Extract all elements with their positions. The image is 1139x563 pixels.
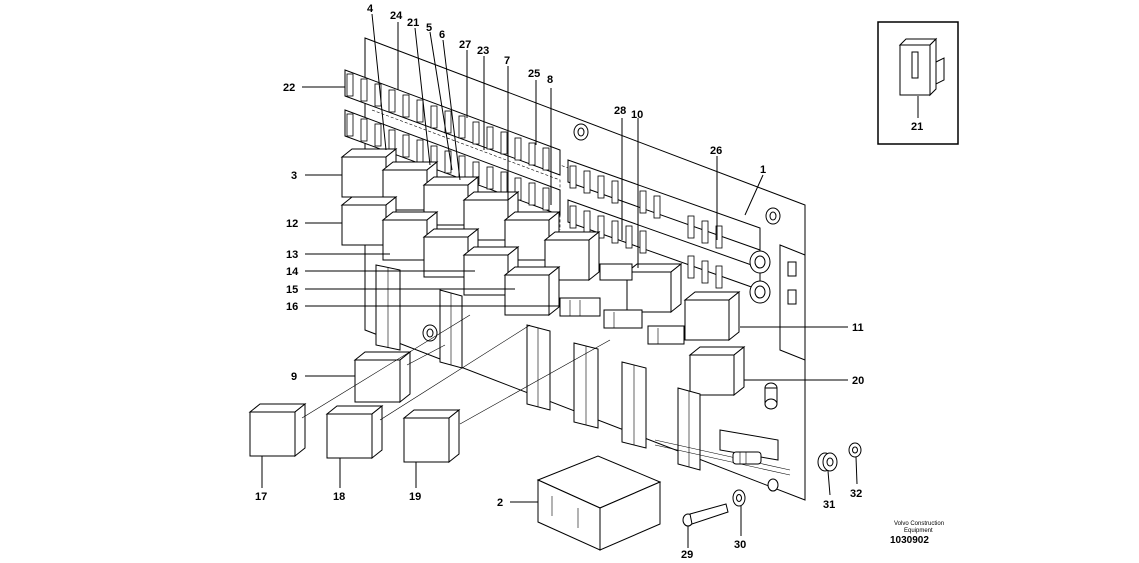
callout-labels: 4 24 21 5 6 27 23 7 25 8 28 10 26 1 22 3…	[255, 3, 923, 561]
callout-7: 7	[504, 55, 510, 67]
fuse-row-upper	[344, 69, 561, 216]
round-terminals	[749, 250, 771, 304]
callout-32: 32	[850, 488, 862, 500]
callout-4: 4	[367, 3, 374, 15]
callout-9: 9	[291, 371, 297, 383]
callout-25: 25	[528, 68, 540, 80]
callout-21: 21	[407, 17, 419, 29]
mounted-relays	[340, 147, 746, 397]
callout-1: 1	[760, 164, 766, 176]
document-number: 1030902	[890, 535, 929, 546]
callout-27: 27	[459, 39, 471, 51]
callout-15: 15	[286, 284, 298, 296]
loose-relay-18	[325, 404, 384, 460]
callout-3: 3	[291, 170, 297, 182]
callout-18: 18	[333, 491, 345, 503]
callout-8: 8	[547, 74, 553, 86]
callout-10: 10	[631, 109, 643, 121]
screw-20	[764, 382, 778, 410]
bolt-29	[682, 503, 729, 527]
callout-24: 24	[390, 10, 403, 22]
callout-23: 23	[477, 45, 489, 57]
leader-lines	[261, 13, 919, 548]
callout-17: 17	[255, 491, 267, 503]
callout-2: 2	[497, 497, 503, 509]
washer-30	[732, 489, 746, 507]
callout-19: 19	[409, 491, 421, 503]
callout-29: 29	[681, 549, 693, 561]
callout-16: 16	[286, 301, 298, 313]
diode-assembly	[654, 429, 791, 476]
callout-14: 14	[286, 266, 299, 278]
callout-26: 26	[710, 145, 722, 157]
callout-28: 28	[614, 105, 626, 117]
fuse-row-right	[567, 159, 761, 291]
callout-31: 31	[823, 499, 835, 511]
credit-line-2: Equipment	[904, 528, 933, 534]
callout-22: 22	[283, 82, 295, 94]
callout-5: 5	[426, 22, 432, 34]
loose-relay-19	[402, 408, 461, 464]
callout-11: 11	[852, 322, 864, 334]
callout-12: 12	[286, 218, 298, 230]
credit-line-1: Volvo Construction	[894, 521, 944, 527]
inset-fuse-detail	[877, 21, 959, 145]
small-connectors	[559, 263, 685, 345]
loose-relay-9	[353, 350, 412, 404]
callout-6: 6	[439, 29, 445, 41]
nut-32	[848, 442, 862, 458]
loose-relay-17	[248, 402, 307, 458]
callout-20: 20	[852, 375, 864, 387]
credit-block: Volvo Construction Equipment 1030902	[890, 521, 944, 546]
spacer-31	[817, 452, 838, 472]
inset-callout-21: 21	[911, 121, 923, 133]
callout-13: 13	[286, 249, 298, 261]
callout-30: 30	[734, 539, 746, 551]
cover-2	[536, 455, 662, 551]
